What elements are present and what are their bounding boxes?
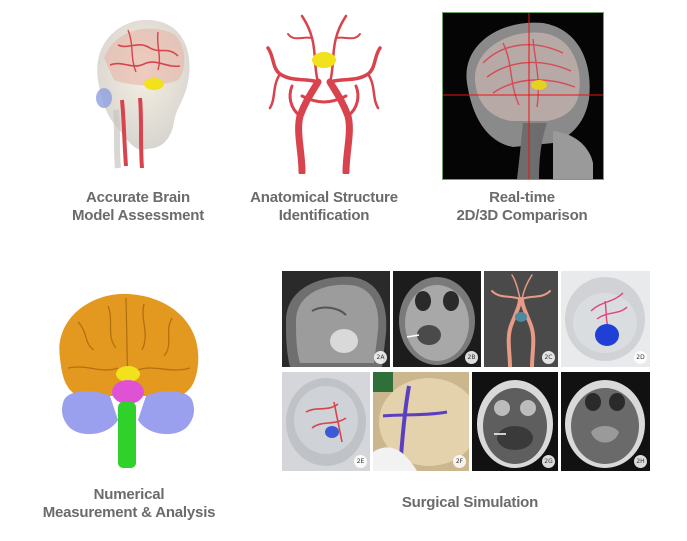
ct-thumbnail: 2G: [472, 372, 558, 471]
axial-mri-icon: [399, 277, 475, 365]
skull-vessels-render: [96, 19, 190, 169]
model-thumbnail: 2E: [282, 372, 370, 471]
caption-line: 2D/3D Comparison: [456, 207, 588, 224]
caption-line: Model Assessment: [71, 207, 205, 224]
axial-ct-icon: [477, 380, 553, 468]
ct-thumbnail: 2H: [561, 372, 650, 471]
caption-line: Surgical Simulation: [401, 494, 539, 511]
segmented-brain-image: [48, 288, 208, 472]
surgical-image-grid: 2A 2B 2C: [282, 271, 650, 471]
caption-line: Real-time: [489, 189, 555, 206]
panel-tag: 2E: [354, 455, 367, 468]
caption-anatomical: Anatomical Structure Identification: [234, 189, 414, 225]
panel-tag: 2A: [374, 351, 387, 364]
brain-model-image: [78, 10, 198, 170]
cerebral-arteries-render: [266, 14, 382, 176]
sagittal-mri-icon: [286, 276, 387, 367]
mri-scan-render: [443, 13, 603, 179]
caption-brain-model: Accurate Brain Model Assessment: [48, 189, 228, 225]
arteries-icon: [491, 274, 551, 367]
sagittal-mri-image: [442, 12, 604, 180]
caption-surgical: Surgical Simulation: [370, 494, 570, 512]
axial-ct-icon: [565, 380, 645, 468]
surgical-marking-icon: [373, 372, 469, 471]
panel-tag: 2H: [634, 455, 647, 468]
caption-line: Numerical: [93, 486, 165, 503]
mri-thumbnail: 2A: [282, 271, 390, 367]
panel-tag: 2F: [453, 455, 466, 468]
vessel-thumbnail: 2C: [484, 271, 558, 367]
model-thumbnail: 2D: [561, 271, 650, 367]
brain-segmentation-render: [59, 293, 199, 468]
caption-line: Anatomical Structure: [250, 189, 398, 206]
panel-tag: 2B: [465, 351, 478, 364]
skull-model-icon: [565, 277, 645, 361]
caption-line: Identification: [278, 207, 370, 224]
panel-tag: 2D: [634, 351, 647, 364]
photo-thumbnail: 2F: [373, 372, 469, 471]
caption-line: Accurate Brain: [86, 189, 190, 206]
panel-tag: 2C: [542, 351, 555, 364]
caption-realtime: Real-time 2D/3D Comparison: [432, 189, 612, 225]
mri-thumbnail: 2B: [393, 271, 481, 367]
skull-overlay-icon: [286, 378, 366, 466]
caption-line: Measurement & Analysis: [42, 504, 216, 521]
caption-numerical: Numerical Measurement & Analysis: [28, 486, 230, 522]
panel-tag: 2G: [542, 455, 555, 468]
vessel-tree-image: [262, 12, 386, 176]
